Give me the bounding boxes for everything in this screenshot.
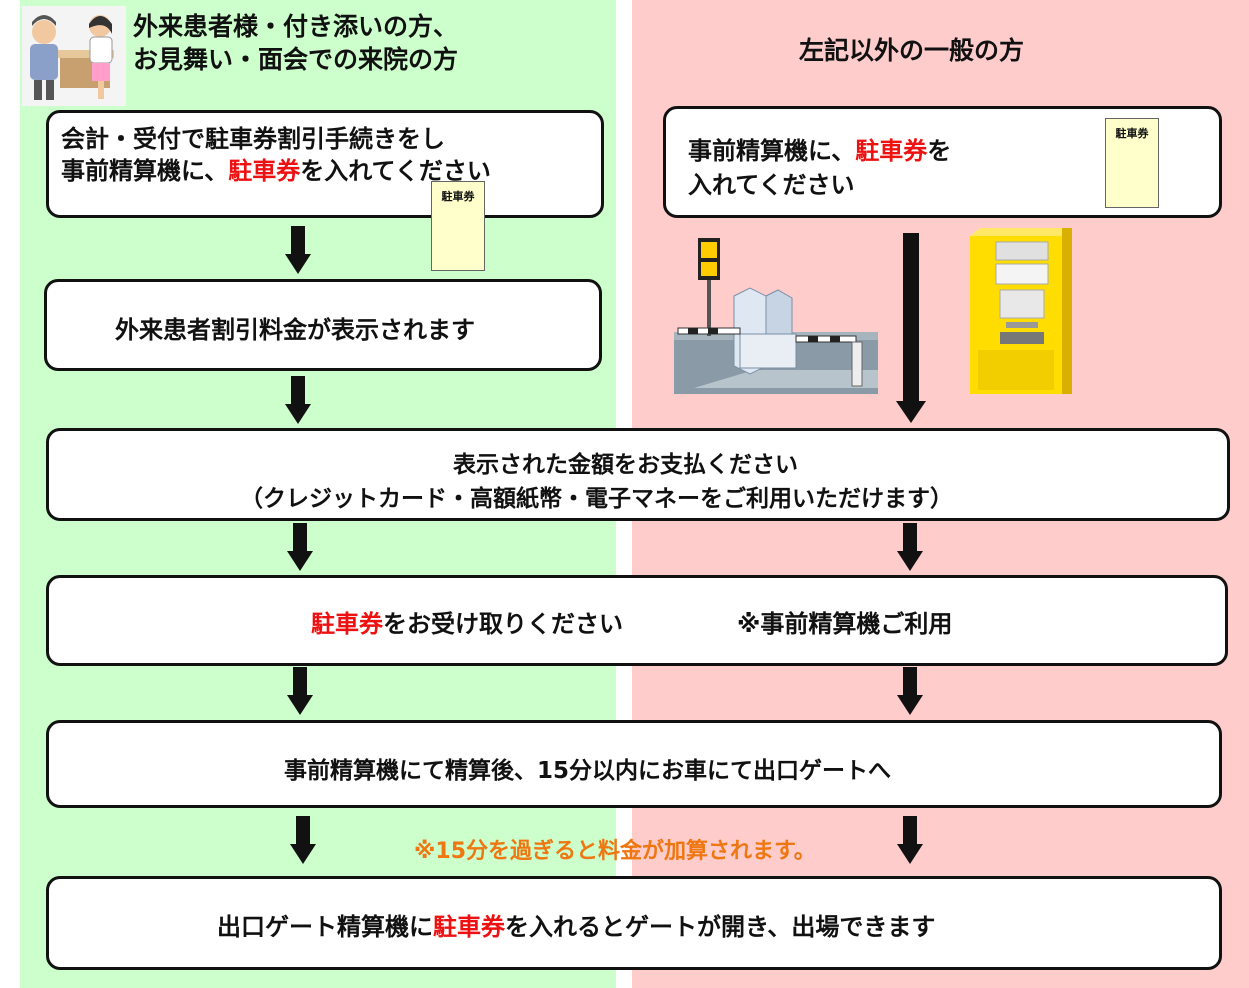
down-arrow-icon — [897, 523, 923, 571]
discount-display-text: 外来患者割引料金が表示されます — [115, 316, 475, 344]
down-arrow-icon — [285, 226, 311, 274]
left-header-line1: 外来患者様・付き添いの方、 — [133, 12, 459, 41]
left-step1-line1: 会計・受付で駐車券割引手続きをし — [61, 125, 445, 153]
final-step-box: 出口ゲート精算機に駐車券を入れるとゲートが開き、出場できます — [46, 876, 1222, 970]
pay-instruction: 表示された金額をお支払ください — [453, 452, 798, 478]
down-arrow-icon — [287, 667, 313, 715]
left-step1-line2: 事前精算機に、駐車券を入れてください — [61, 157, 491, 185]
final-instruction: 出口ゲート精算機に駐車券を入れるとゲートが開き、出場できます — [217, 913, 936, 941]
right-header: 左記以外の一般の方 — [799, 36, 1025, 65]
exit-instruction: 事前精算機にて精算後、15分以内にお車にて出口ゲートへ — [284, 758, 892, 784]
right-step1-line2: 入れてください — [688, 171, 855, 199]
payment-methods-note: （クレジットカード・高額紙幣・電子マネーをご利用いただけます） — [240, 486, 953, 512]
receive-ticket-box: 駐車券をお受け取りください ※事前精算機ご利用 — [46, 575, 1228, 666]
down-arrow-icon — [287, 523, 313, 571]
receive-ticket-text: 駐車券をお受け取りください — [311, 610, 623, 638]
ticket-highlight: 駐車券 — [855, 137, 928, 165]
ticket-highlight: 駐車券 — [311, 610, 383, 638]
right-step1-line1: 事前精算機に、駐車券を — [688, 137, 952, 165]
overtime-warning: ※15分を過ぎると料金が加算されます。 — [414, 839, 816, 864]
down-arrow-icon — [285, 376, 311, 424]
ticket-highlight: 駐車券 — [433, 913, 505, 941]
exit-gate-box: 事前精算機にて精算後、15分以内にお車にて出口ゲートへ — [46, 720, 1222, 808]
payment-machine-icon — [970, 228, 1072, 394]
down-arrow-icon — [897, 667, 923, 715]
prepay-machine-note: ※事前精算機ご利用 — [737, 610, 953, 638]
parking-ticket-icon: 駐車券 — [431, 181, 485, 271]
ticket-highlight: 駐車券 — [228, 157, 301, 185]
parking-ticket-icon: 駐車券 — [1105, 118, 1159, 208]
left-step1-box: 会計・受付で駐車券割引手続きをし 事前精算機に、駐車券を入れてください — [46, 110, 604, 218]
parking-gate-icon — [674, 238, 878, 394]
reception-illustration-icon — [22, 6, 126, 106]
right-step1-box: 事前精算機に、駐車券を 入れてください 駐車券 — [663, 106, 1222, 218]
down-arrow-icon — [896, 233, 926, 423]
left-header-line2: お見舞い・面会での来院の方 — [133, 45, 459, 74]
down-arrow-icon — [290, 816, 316, 864]
down-arrow-icon — [897, 816, 923, 864]
left-step2-box: 外来患者割引料金が表示されます — [44, 279, 602, 371]
pay-step-box: 表示された金額をお支払ください （クレジットカード・高額紙幣・電子マネーをご利用… — [46, 428, 1230, 521]
